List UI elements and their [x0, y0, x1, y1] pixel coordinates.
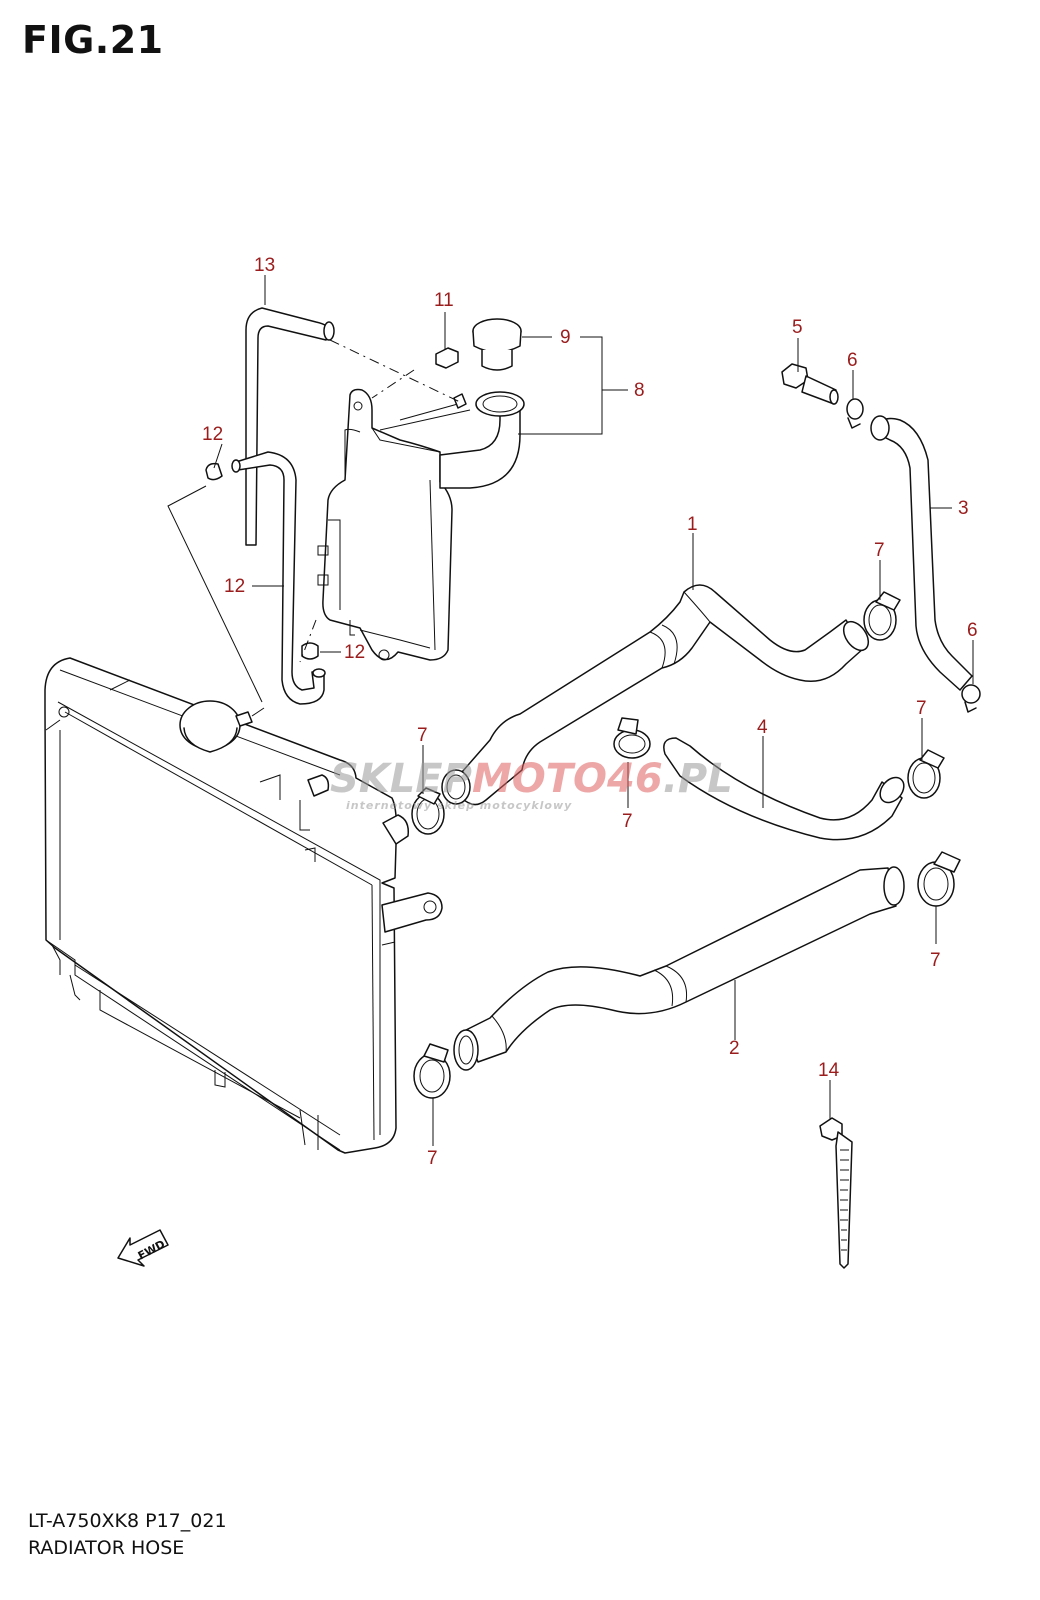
- clamps-6: [846, 398, 981, 713]
- callout-3: 3: [958, 498, 969, 519]
- callout-1: 1: [687, 514, 698, 535]
- watermark: SKLEPMOTO46.PL internetowy sklep motocyk…: [330, 756, 733, 812]
- callout-12-lower: 12: [344, 642, 365, 663]
- callout-6-lower: 6: [967, 620, 978, 641]
- callout-8: 8: [634, 380, 645, 401]
- callout-13: 13: [254, 255, 275, 276]
- leader-lines: [167, 275, 974, 1146]
- model-code: LT-A750XK8 P17_021: [28, 1510, 227, 1532]
- cable-tie-14: [819, 1117, 853, 1269]
- callout-2: 2: [729, 1038, 740, 1059]
- svg-text:SKLEPMOTO46.PL: SKLEPMOTO46.PL: [330, 756, 733, 802]
- callout-12-upper: 12: [202, 424, 223, 445]
- section-name: RADIATOR HOSE: [28, 1537, 185, 1559]
- callout-9: 9: [560, 327, 571, 348]
- figure-footer: LT-A750XK8 P17_021 RADIATOR HOSE: [28, 1508, 227, 1562]
- callout-7-d: 7: [622, 811, 633, 832]
- hose-11: [205, 451, 326, 705]
- callout-labels: 13 11 9 8 5 6 3 6 12 1 7 12 12 7 4 7 7 7…: [202, 255, 978, 1169]
- hose-13: [245, 307, 335, 546]
- callout-7-c: 7: [417, 725, 428, 746]
- callout-7-a: 7: [874, 540, 885, 561]
- callout-4: 4: [757, 717, 768, 738]
- watermark-brand-b: MOTO: [472, 756, 607, 802]
- callout-7-f: 7: [427, 1148, 438, 1169]
- hose-3: [870, 415, 973, 691]
- callout-10: 11: [434, 290, 454, 311]
- tank-cap: [472, 318, 522, 371]
- reservoir-tank: [317, 347, 525, 661]
- callout-7-b: 7: [916, 698, 927, 719]
- clamps-7: [411, 591, 961, 1099]
- fwd-arrow: FWD: [117, 1229, 169, 1267]
- callout-7-e: 7: [930, 950, 941, 971]
- hose-2: [453, 866, 905, 1071]
- figure-title: FIG.21: [22, 18, 164, 62]
- watermark-brand-a: SKLEP: [330, 756, 472, 802]
- watermark-tagline: internetowy sklep motocyklowy: [346, 799, 572, 812]
- callout-11: 12: [224, 576, 245, 597]
- callout-5: 5: [792, 317, 803, 338]
- callout-6-upper: 6: [847, 350, 858, 371]
- callout-14: 14: [818, 1060, 840, 1081]
- hose-1: [441, 584, 870, 806]
- radiator: [44, 657, 443, 1154]
- hose-4: [663, 737, 905, 841]
- fitting-5: [781, 363, 839, 405]
- watermark-brand-d: .PL: [663, 756, 733, 802]
- watermark-brand-c: 46: [606, 756, 663, 802]
